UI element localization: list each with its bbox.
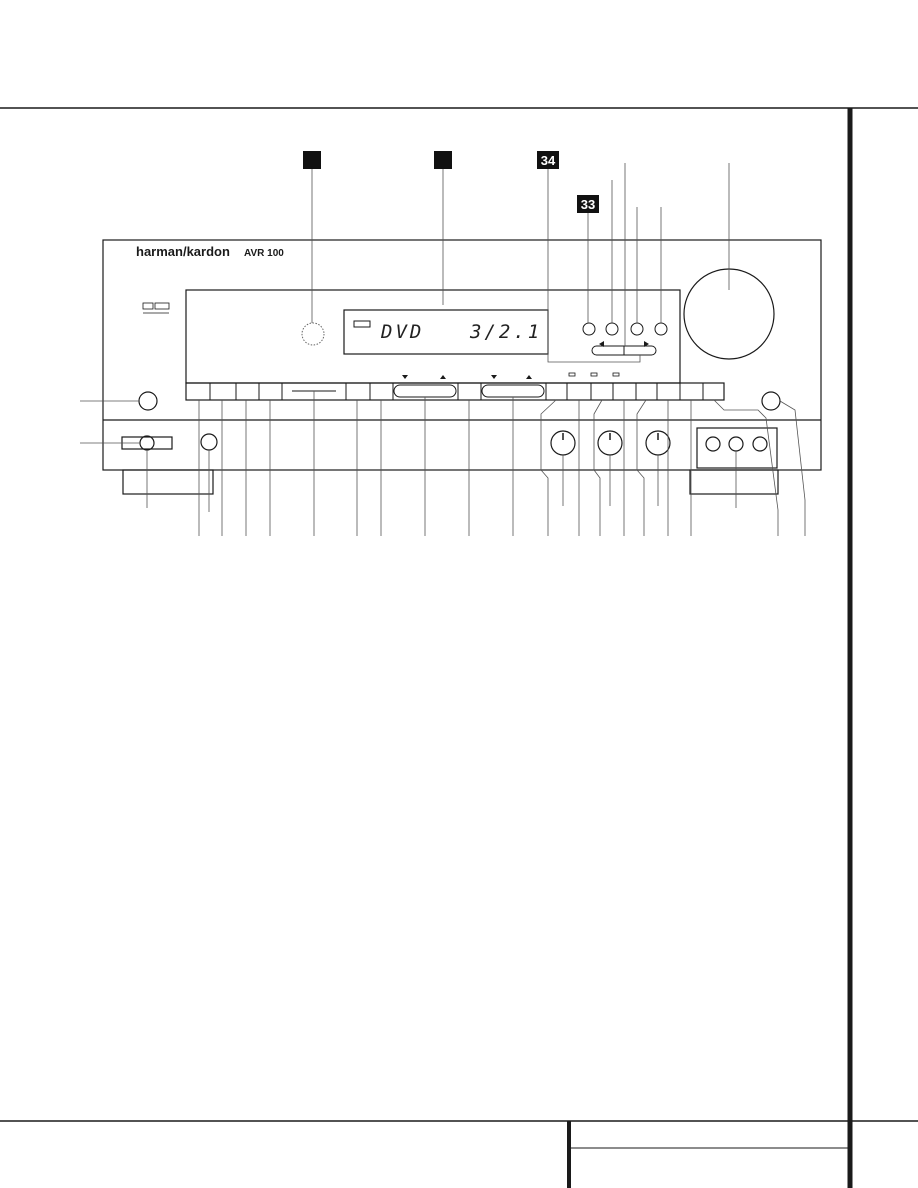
receiver-body xyxy=(102,239,822,495)
callout-badges: 34 33 xyxy=(303,151,599,213)
receiver-chassis xyxy=(102,239,822,471)
ir-sensor-icon xyxy=(301,322,325,346)
mode-indicator-icons xyxy=(568,372,620,377)
tuning-rocker-button[interactable] xyxy=(393,384,457,398)
callout-label-34: 34 xyxy=(541,153,556,168)
standby-button[interactable] xyxy=(761,391,781,411)
preset-rocker-button[interactable] xyxy=(481,384,545,398)
dolby-logo-icon xyxy=(142,302,170,314)
brand-logo: harman/kardon xyxy=(136,244,230,259)
rocker-left-arrow-icon xyxy=(599,341,604,347)
speaker-selector-button[interactable] xyxy=(200,433,218,451)
lower-panel-controls xyxy=(121,391,781,469)
callout-badge-blank-mid xyxy=(434,151,452,169)
rocker-right-arrow-icon xyxy=(644,341,649,347)
power-button[interactable] xyxy=(138,391,158,411)
left-foot xyxy=(122,469,214,495)
av-input-panel xyxy=(696,427,778,469)
callout-badge-34 xyxy=(537,151,559,169)
panel-button-2[interactable] xyxy=(605,322,619,336)
callout-badge-blank-left xyxy=(303,151,321,169)
panel-button-4[interactable] xyxy=(654,322,668,336)
strip-arrow-icons xyxy=(402,375,532,379)
button-strip xyxy=(185,382,725,401)
right-foot xyxy=(689,469,779,495)
button-strip-dividers xyxy=(209,383,704,400)
callout-badge-33 xyxy=(577,195,599,213)
model-name: AVR 100 xyxy=(244,248,284,259)
display-indicator-box xyxy=(353,320,371,328)
panel-button-3[interactable] xyxy=(630,322,644,336)
panel-button-1[interactable] xyxy=(582,322,596,336)
display-source: DVD xyxy=(380,321,424,343)
display-channels: 3/2.1 xyxy=(469,321,542,343)
callout-label-33: 33 xyxy=(581,197,595,212)
video-input-jack[interactable] xyxy=(705,436,721,452)
display-window xyxy=(185,289,681,384)
audio-right-input-jack[interactable] xyxy=(752,436,768,452)
page-frame xyxy=(0,107,918,1188)
knob-marker-icons xyxy=(562,433,659,440)
headphone-jack[interactable] xyxy=(139,435,155,451)
audio-left-input-jack[interactable] xyxy=(728,436,744,452)
callout-leader-lines xyxy=(80,163,806,536)
